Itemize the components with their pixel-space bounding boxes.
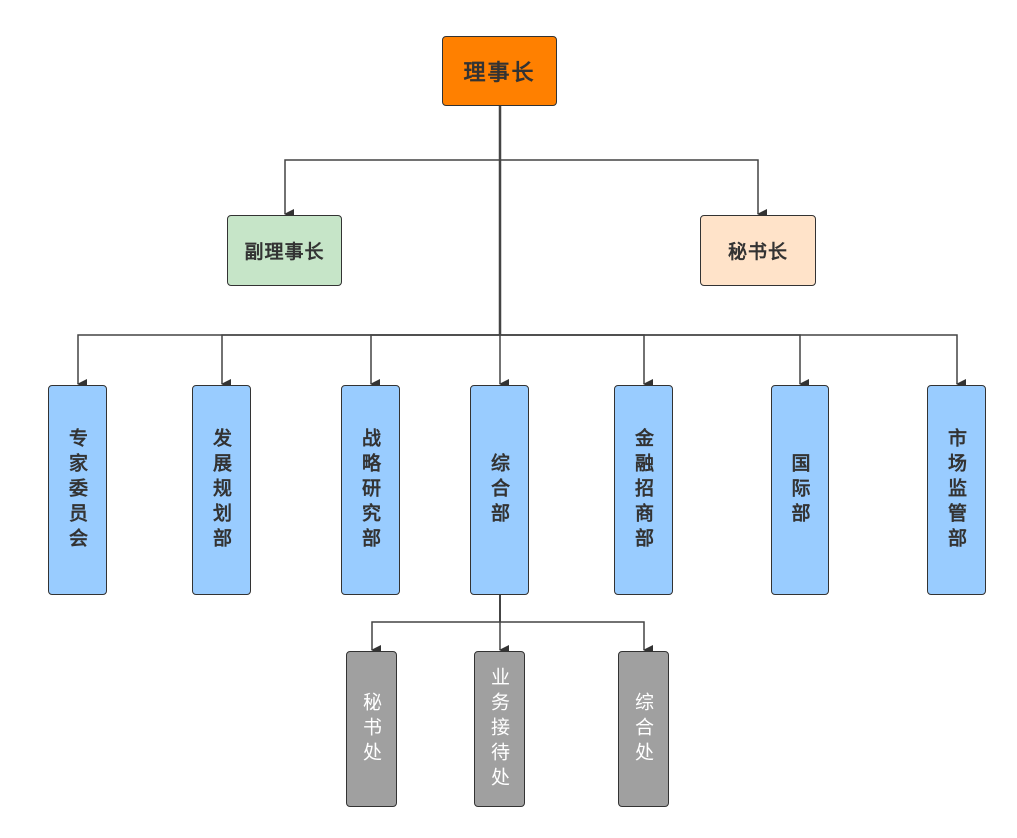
connector-development-planning [221, 334, 500, 389]
office-label: 业务接待处 [488, 666, 510, 792]
dept-node-international[interactable]: 国际部 [771, 385, 829, 595]
vice-chairman-label: 副理事长 [244, 241, 325, 263]
dept-label: 国际部 [788, 452, 811, 528]
chairman-node[interactable]: 理事长 [442, 36, 557, 106]
dept-label: 金融招商部 [632, 427, 654, 553]
office-node-reception[interactable]: 业务接待处 [474, 651, 525, 807]
connector-secretariat [371, 621, 500, 655]
vice-chairman-node[interactable]: 副理事长 [227, 215, 342, 286]
dept-label: 市场监管部 [945, 427, 967, 553]
secretary-general-label: 秘书长 [727, 241, 788, 263]
dept-label: 综合部 [488, 452, 510, 528]
connector-market-supervision [500, 334, 966, 389]
connector-vice-chairman [284, 159, 500, 219]
secretary-general-node[interactable]: 秘书长 [700, 215, 816, 286]
chairman-label: 理事长 [463, 61, 536, 86]
connector-expert-committee [77, 334, 500, 389]
connector-international [500, 334, 809, 389]
dept-label: 专家委员会 [66, 427, 88, 553]
dept-node-strategy-research[interactable]: 战略研究部 [341, 385, 400, 595]
connector-general-office [500, 621, 653, 655]
dept-label: 发展规划部 [210, 427, 232, 553]
dept-node-finance-investment[interactable]: 金融招商部 [614, 385, 673, 595]
dept-node-expert-committee[interactable]: 专家委员会 [48, 385, 107, 595]
dept-label: 战略研究部 [359, 427, 381, 553]
connector-secretary-general [500, 159, 767, 219]
office-label: 秘书处 [360, 691, 382, 767]
connector-strategy-research [370, 334, 500, 389]
connector-finance-investment [500, 334, 653, 389]
dept-node-market-supervision[interactable]: 市场监管部 [927, 385, 986, 595]
office-node-general-office[interactable]: 综合处 [618, 651, 669, 807]
dept-node-general-department[interactable]: 综合部 [470, 385, 529, 595]
office-label: 综合处 [632, 691, 654, 767]
dept-node-development-planning[interactable]: 发展规划部 [192, 385, 251, 595]
office-node-secretariat[interactable]: 秘书处 [346, 651, 397, 807]
